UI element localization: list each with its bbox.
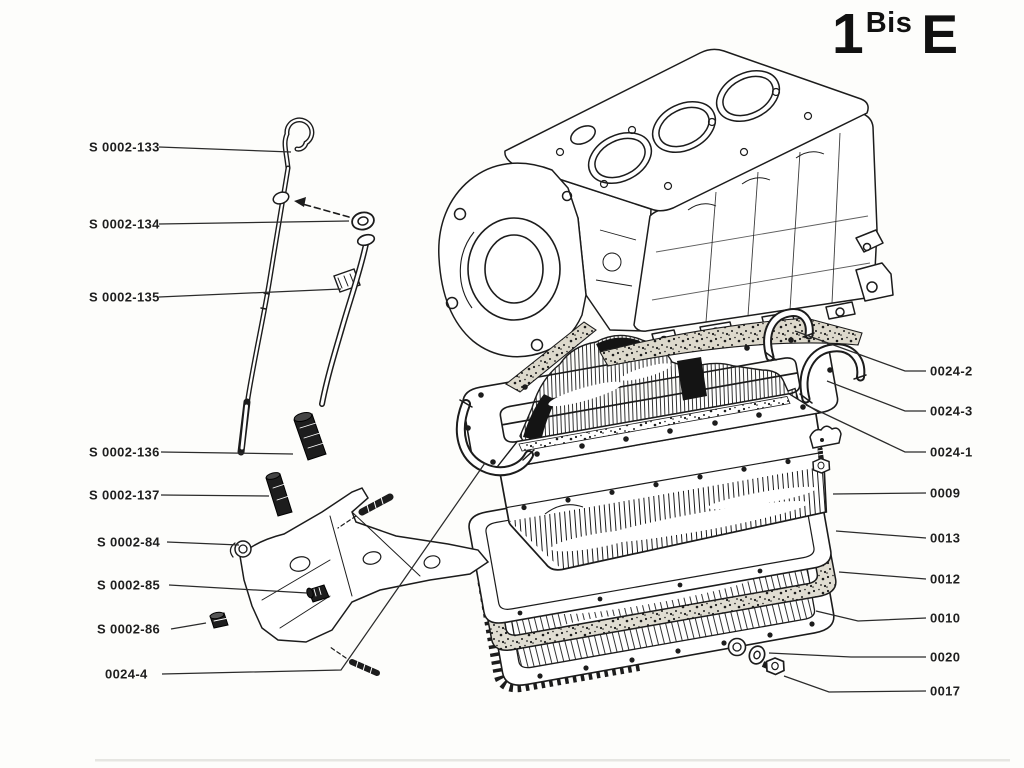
plate-series: E xyxy=(921,3,959,65)
leader-s0002-133 xyxy=(158,146,292,153)
part-label-0024-1: 0024-1 xyxy=(930,444,973,460)
pan-clamp-and-bolt xyxy=(809,425,842,474)
dipstick-s0002-133 xyxy=(237,117,315,456)
part-label-0017: 0017 xyxy=(930,683,961,699)
leader-0009 xyxy=(832,492,927,495)
leader-s0002-135 xyxy=(158,288,342,298)
stud-bushing-s0002-84 xyxy=(234,540,252,558)
oil-pickup xyxy=(677,357,707,401)
leader-0024-2 xyxy=(794,330,926,372)
part-label-s0002-135: S 0002-135 xyxy=(89,289,160,305)
part-label-s0002-133: S 0002-133 xyxy=(89,139,160,155)
part-label-0013: 0013 xyxy=(930,530,961,546)
end-seals xyxy=(455,308,867,477)
end-seal-0024-2 xyxy=(763,308,815,362)
part-label-s0002-137: S 0002-137 xyxy=(89,487,160,503)
gasket-rail xyxy=(462,317,863,472)
mounting-stud-2 xyxy=(329,646,380,676)
washer-0020 xyxy=(748,645,766,665)
part-label-0024-2: 0024-2 xyxy=(930,363,973,379)
drain-plug-assembly xyxy=(748,645,785,676)
leader-0013 xyxy=(835,530,927,539)
plate-code: 1 Bis E xyxy=(832,6,958,63)
leader-0012 xyxy=(838,571,927,580)
leader-0017 xyxy=(783,675,927,693)
plate-number: 1 xyxy=(832,2,864,66)
assembly-arrow xyxy=(298,202,350,218)
tube-s0002-137 xyxy=(265,472,293,517)
engine-block xyxy=(438,48,894,358)
cork-strip-front xyxy=(518,396,791,452)
plug-s0002-86 xyxy=(209,611,229,629)
leader-lines xyxy=(158,146,927,693)
leader-s0002-134 xyxy=(158,220,350,225)
cork-strip-left-arm xyxy=(506,322,596,392)
leader-s0002-136 xyxy=(160,451,294,455)
part-label-s0002-136: S 0002-136 xyxy=(89,444,160,460)
part-label-0012: 0012 xyxy=(930,571,961,587)
mounting-stud xyxy=(337,493,394,529)
dipstick-assembly xyxy=(237,117,376,517)
hose-s0002-136 xyxy=(293,411,327,461)
leader-s0002-137 xyxy=(160,494,270,497)
part-label-s0002-134: S 0002-134 xyxy=(89,216,160,232)
drain-boss xyxy=(727,637,747,657)
part-label-0024-3: 0024-3 xyxy=(930,403,973,419)
leader-0024-4 xyxy=(161,462,486,675)
leader-0020 xyxy=(768,652,926,658)
guide-tube-s0002-135 xyxy=(319,233,376,407)
part-label-0020: 0020 xyxy=(930,649,961,665)
leader-0024-3 xyxy=(826,380,926,412)
leader-0024-1 xyxy=(805,404,926,453)
plate-suffix: Bis xyxy=(865,7,913,39)
leader-s0002-84 xyxy=(166,541,240,546)
part-label-s0002-86: S 0002-86 xyxy=(97,621,161,637)
cork-strip-rear xyxy=(600,318,862,366)
end-seal-0024-3 xyxy=(799,343,867,404)
part-label-s0002-85: S 0002-85 xyxy=(97,577,161,593)
pan-interior-hump xyxy=(519,334,800,450)
part-label-s0002-84: S 0002-84 xyxy=(97,534,161,550)
part-label-0009: 0009 xyxy=(930,485,961,501)
part-label-0010: 0010 xyxy=(930,610,961,626)
support-bracket-group xyxy=(209,487,490,676)
rod-collar xyxy=(272,191,290,205)
leader-0010 xyxy=(815,610,927,622)
drain-plug-0017 xyxy=(761,657,785,676)
grommet-s0002-134 xyxy=(351,211,375,231)
leader-s0002-85 xyxy=(168,584,308,594)
scan-artifact xyxy=(95,759,1010,762)
leader-s0002-86 xyxy=(170,622,207,630)
part-label-0024-4: 0024-4 xyxy=(105,666,148,682)
plug-s0002-85 xyxy=(306,584,330,603)
